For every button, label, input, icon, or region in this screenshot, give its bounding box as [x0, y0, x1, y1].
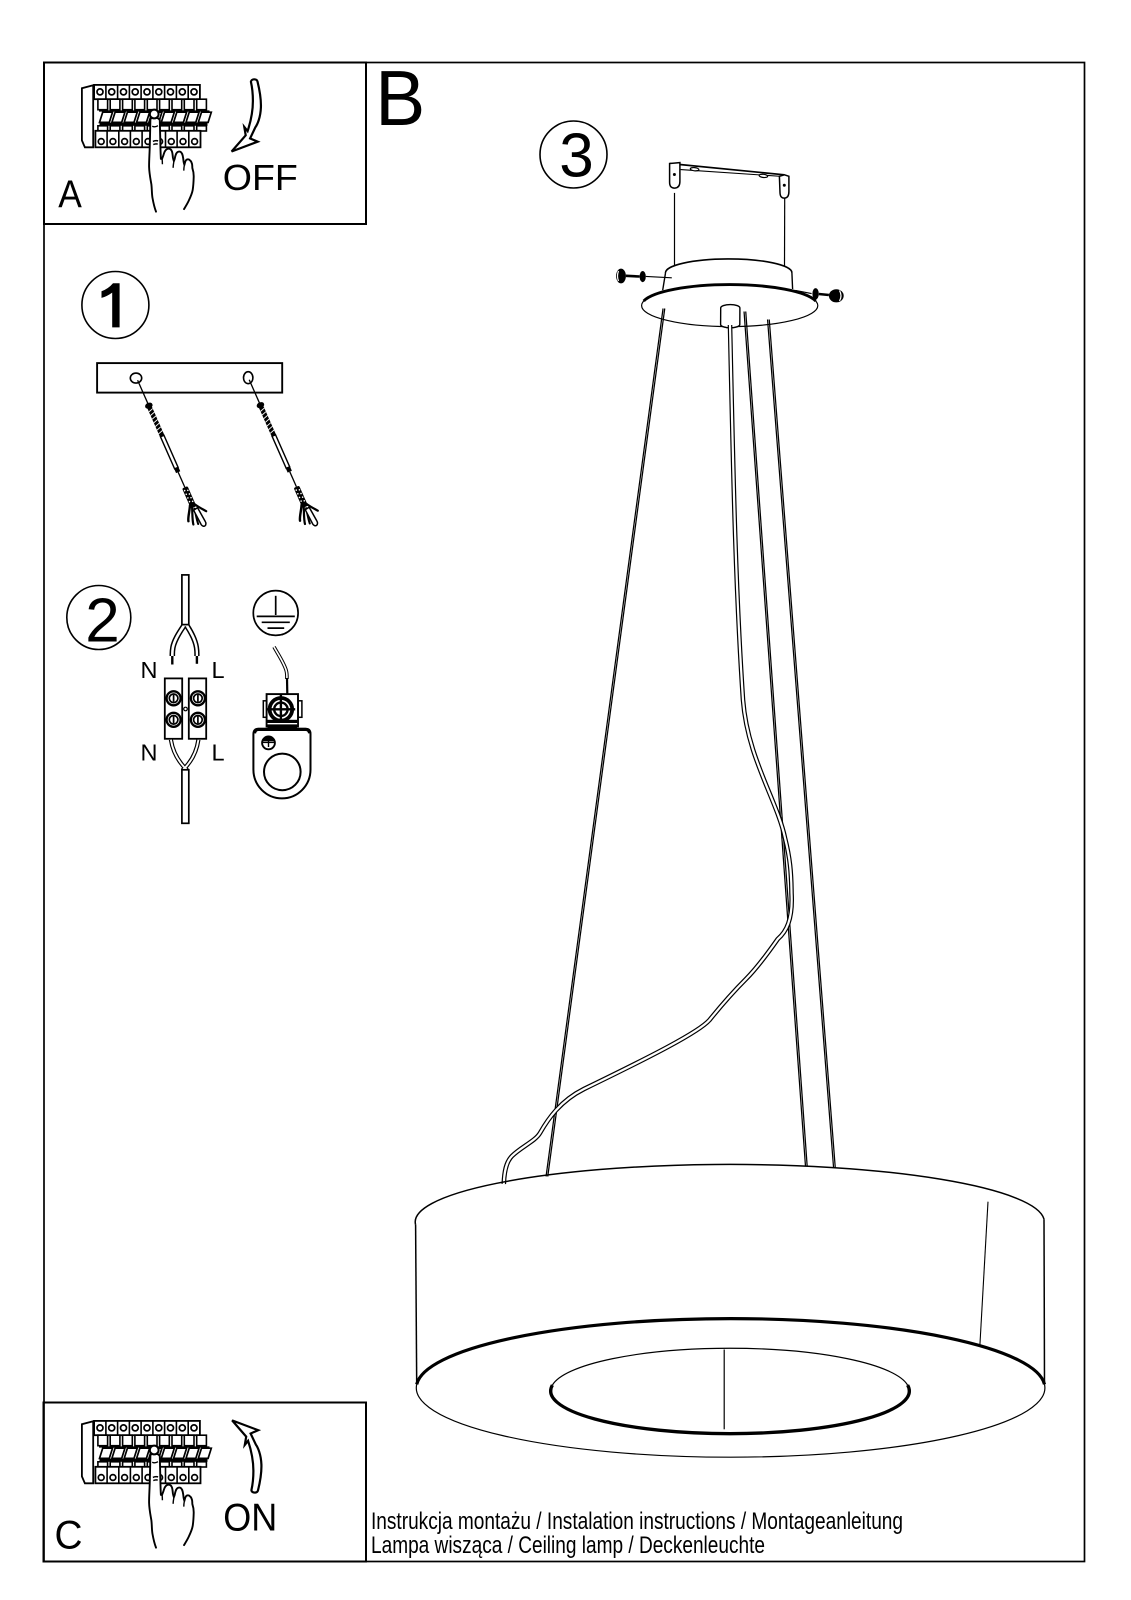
svg-text:A: A — [58, 174, 82, 217]
svg-text:Instrukcja montażu / Instalati: Instrukcja montażu / Instalation instruc… — [371, 1508, 903, 1535]
svg-text:N: N — [141, 740, 158, 766]
svg-text:Lampa wisząca / Ceiling lamp /: Lampa wisząca / Ceiling lamp / Deckenleu… — [371, 1532, 765, 1559]
svg-text:N: N — [141, 657, 158, 683]
svg-text:L: L — [212, 740, 225, 766]
svg-text:L: L — [212, 657, 225, 683]
svg-text:ON: ON — [223, 1497, 277, 1540]
svg-text:C: C — [55, 1514, 83, 1558]
svg-text:2: 2 — [85, 586, 119, 655]
svg-text:B: B — [375, 54, 425, 142]
svg-text:OFF: OFF — [223, 157, 298, 198]
svg-text:3: 3 — [559, 121, 593, 190]
